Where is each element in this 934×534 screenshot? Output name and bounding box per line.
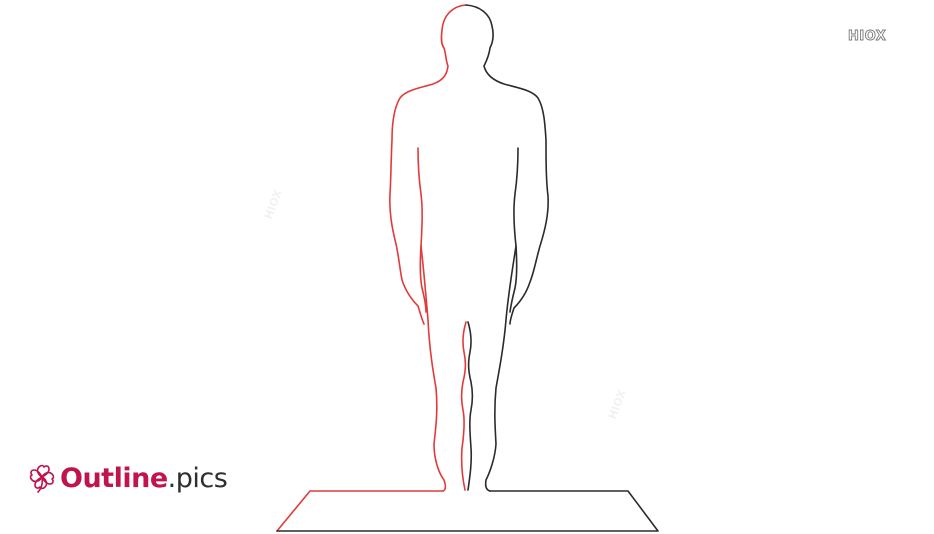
figure-outline-left	[389, 4, 467, 492]
floor-platform	[276, 490, 659, 532]
outline-pics-logo: Outline .pics	[26, 458, 228, 498]
figure-outline-right	[465, 4, 549, 492]
clover-outline-icon	[29, 464, 55, 493]
logo-wordmark: Outline	[60, 462, 168, 494]
logo-domain-suffix: .pics	[167, 462, 228, 494]
hiox-watermark: HIOX	[848, 29, 887, 45]
